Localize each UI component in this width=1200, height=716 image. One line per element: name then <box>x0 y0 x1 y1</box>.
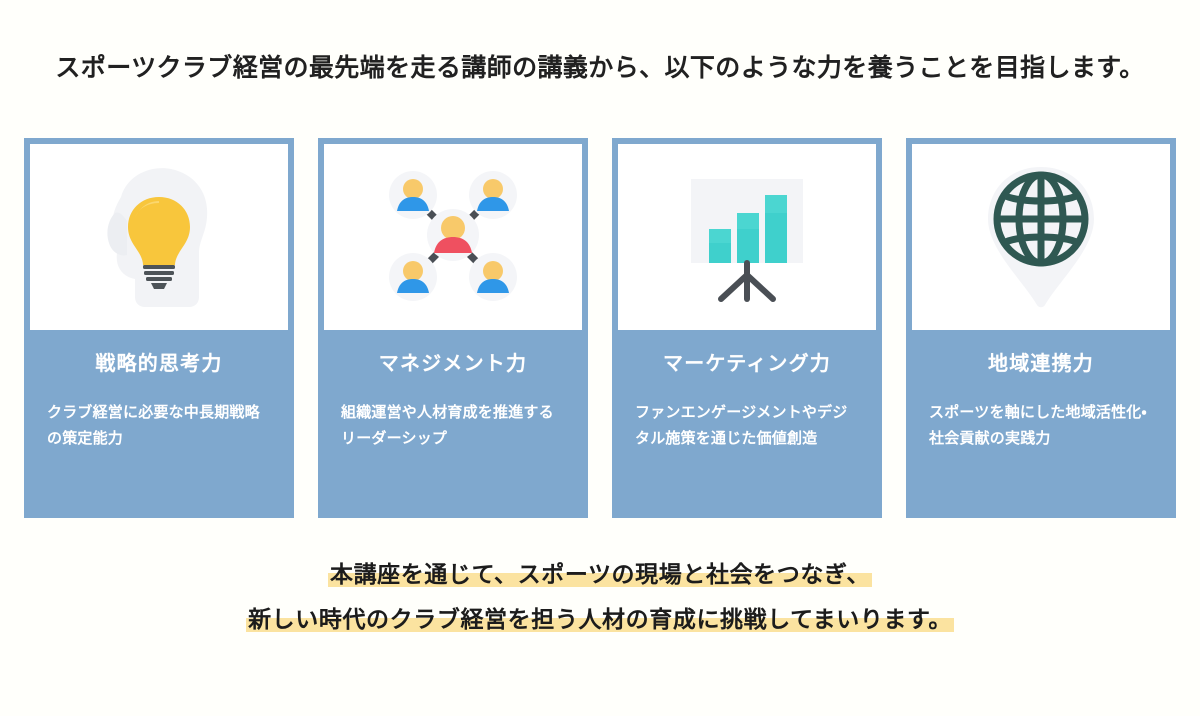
skill-card-community[interactable]: 地域連携力 スポーツを軸にした地域活性化・社会貢献の実践力 <box>906 138 1176 518</box>
presentation-bar-chart-icon <box>679 167 815 307</box>
closing-line-1-text: 本講座を通じて、スポーツの現場と社会をつなぎ、 <box>327 561 873 587</box>
card-title: 地域連携力 <box>988 353 1094 375</box>
card-description: ファンエンゲージメントやデジタル施策を通じた価値創造 <box>635 404 848 448</box>
card-icon-panel <box>324 144 582 330</box>
skills-card-grid: 戦略的思考力 クラブ経営に必要な中長期戦略の策定能力 <box>24 138 1176 518</box>
people-network-icon <box>383 167 523 307</box>
skill-card-strategic-thinking[interactable]: 戦略的思考力 クラブ経営に必要な中長期戦略の策定能力 <box>24 138 294 518</box>
card-icon-panel <box>618 144 876 330</box>
card-title: 戦略的思考力 <box>95 353 223 375</box>
card-body: 戦略的思考力 クラブ経営に必要な中長期戦略の策定能力 <box>30 330 288 512</box>
closing-line-1: 本講座を通じて、スポーツの現場と社会をつなぎ、 <box>0 552 1200 597</box>
skill-card-marketing[interactable]: マーケティング力 ファンエンゲージメントやデジタル施策を通じた価値創造 <box>612 138 882 518</box>
head-lightbulb-icon <box>93 161 225 313</box>
page-title: スポーツクラブ経営の最先端を走る講師の講義から、以下のような力を養うことを目指し… <box>55 54 1145 82</box>
card-title: マーケティング力 <box>663 353 831 375</box>
card-icon-panel <box>912 144 1170 330</box>
card-description: スポーツを軸にした地域活性化・社会貢献の実践力 <box>929 404 1147 448</box>
closing-statement: 本講座を通じて、スポーツの現場と社会をつなぎ、 新しい時代のクラブ経営を担う人材… <box>0 552 1200 642</box>
card-description: 組織運営や人材育成を推進するリーダーシップ <box>341 404 554 448</box>
card-body: マーケティング力 ファンエンゲージメントやデジタル施策を通じた価値創造 <box>618 330 876 512</box>
skill-card-management[interactable]: マネジメント力 組織運営や人材育成を推進するリーダーシップ <box>318 138 588 518</box>
card-body: マネジメント力 組織運営や人材育成を推進するリーダーシップ <box>324 330 582 512</box>
closing-line-2: 新しい時代のクラブ経営を担う人材の育成に挑戦してまいります。 <box>0 597 1200 642</box>
card-icon-panel <box>30 144 288 330</box>
card-body: 地域連携力 スポーツを軸にした地域活性化・社会貢献の実践力 <box>912 330 1170 512</box>
globe-location-pin-icon <box>978 161 1104 313</box>
card-description: クラブ経営に必要な中長期戦略の策定能力 <box>47 404 260 448</box>
card-title: マネジメント力 <box>378 353 528 375</box>
closing-line-2-text: 新しい時代のクラブ経営を担う人材の育成に挑戦してまいります。 <box>246 605 954 632</box>
